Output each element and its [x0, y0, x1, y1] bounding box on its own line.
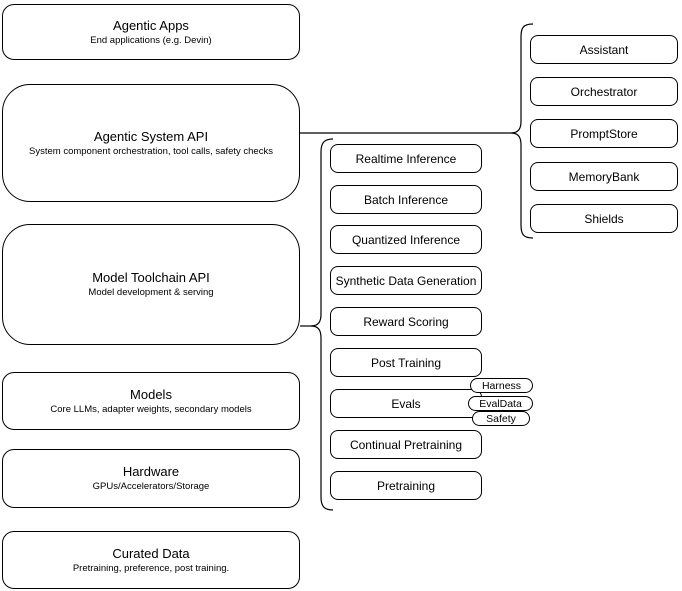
node-batch-inference: Batch Inference — [330, 185, 482, 214]
node-pretraining: Pretraining — [330, 471, 482, 500]
node-continual-pretraining: Continual Pretraining — [330, 430, 482, 459]
node-hardware: Hardware GPUs/Accelerators/Storage — [2, 449, 300, 508]
node-shields: Shields — [530, 204, 678, 233]
node-curated-data: Curated Data Pretraining, preference, po… — [2, 531, 300, 589]
node-model-toolchain-api: Model Toolchain API Model development & … — [2, 224, 300, 345]
node-title: Agentic System API — [93, 128, 209, 144]
node-memorybank: MemoryBank — [530, 162, 678, 191]
node-title: Agentic Apps — [113, 17, 189, 33]
node-subtitle: Core LLMs, adapter weights, secondary mo… — [50, 403, 252, 415]
node-subtitle: Model development & serving — [88, 287, 214, 298]
node-orchestrator: Orchestrator — [530, 77, 678, 106]
node-subtitle: System component orchestration, tool cal… — [29, 145, 273, 157]
node-promptstore: PromptStore — [530, 119, 678, 148]
node-realtime-inference: Realtime Inference — [330, 144, 482, 173]
node-agentic-system-api: Agentic System API System component orch… — [2, 84, 300, 202]
node-title: Hardware — [122, 464, 180, 479]
tag-evaldata: EvalData — [468, 396, 533, 411]
tag-harness: Harness — [470, 378, 533, 393]
node-subtitle: Pretraining, preference, post training. — [72, 562, 230, 574]
node-title: Curated Data — [112, 545, 190, 561]
node-assistant: Assistant — [530, 35, 678, 64]
node-subtitle: GPUs/Accelerators/Storage — [92, 481, 210, 492]
node-post-training: Post Training — [330, 348, 482, 377]
node-title: Models — [130, 386, 172, 402]
node-title: Model Toolchain API — [92, 270, 210, 285]
node-evals: Evals — [330, 389, 482, 418]
node-reward-scoring: Reward Scoring — [330, 307, 482, 336]
node-agentic-apps: Agentic Apps End applications (e.g. Devi… — [2, 4, 300, 60]
tag-safety: Safety — [472, 411, 530, 426]
node-subtitle: End applications (e.g. Devin) — [90, 34, 212, 46]
node-synthetic-data-generation: Synthetic Data Generation — [330, 266, 482, 295]
node-models: Models Core LLMs, adapter weights, secon… — [2, 372, 300, 430]
node-quantized-inference: Quantized Inference — [330, 225, 482, 254]
